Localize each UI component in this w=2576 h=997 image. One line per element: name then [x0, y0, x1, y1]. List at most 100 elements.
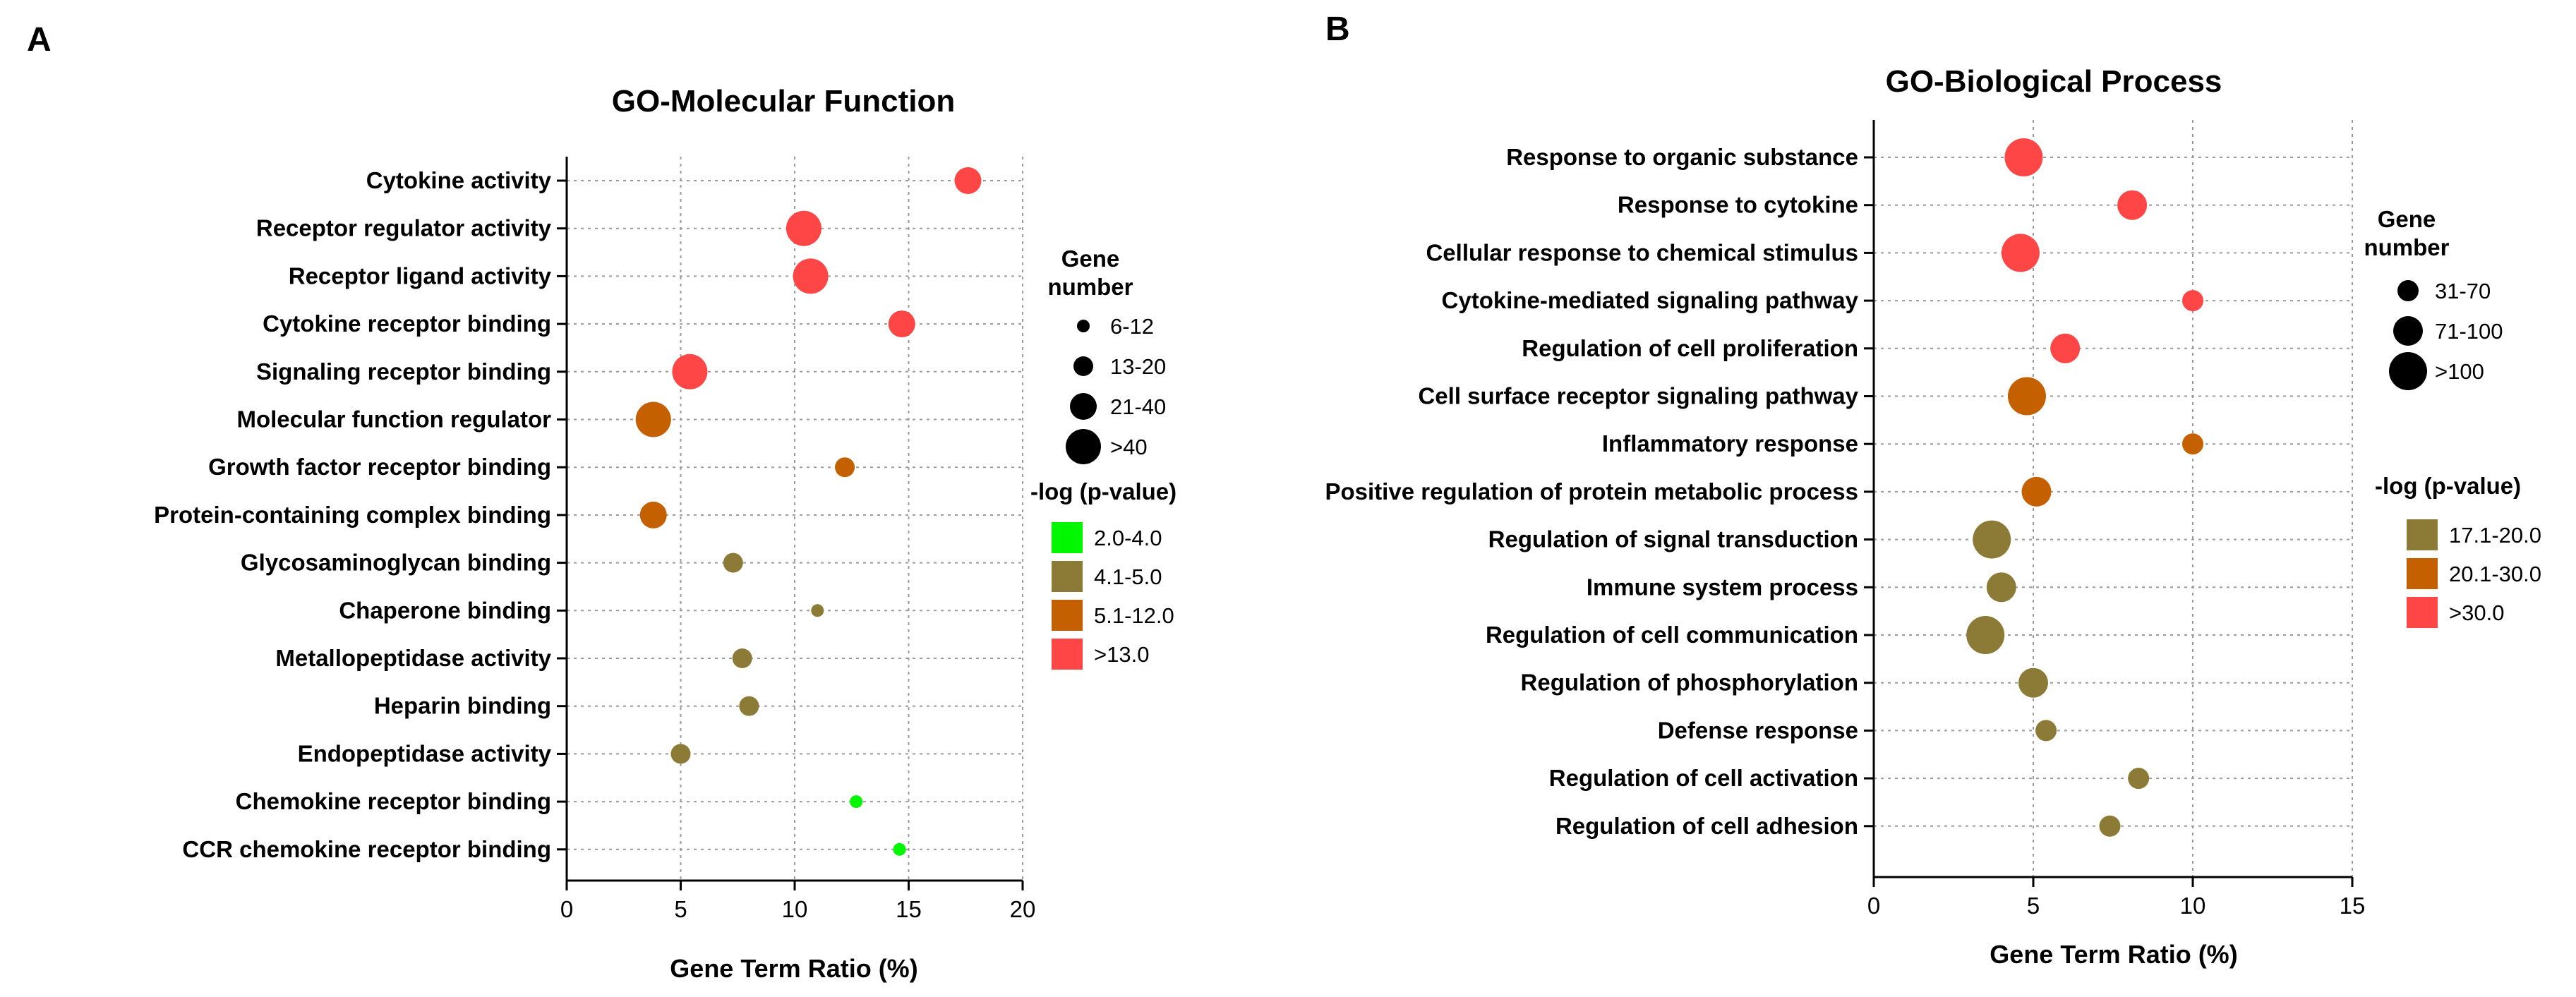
- category-label: Regulation of cell adhesion: [1555, 813, 1858, 839]
- data-point: [786, 210, 821, 246]
- size-legend: Gene number 31-70 71-100 >100: [2364, 206, 2503, 390]
- size-legend-marker: [1073, 356, 1093, 376]
- category-label: Cellular response to chemical stimulus: [1426, 239, 1858, 265]
- color-legend-swatch: [2407, 519, 2438, 550]
- data-point: [2004, 138, 2043, 176]
- category-label: Protein-containing complex binding: [154, 502, 551, 528]
- category-label: Response to organic substance: [1506, 144, 1858, 170]
- data-point: [850, 795, 863, 809]
- color-legend-label: 4.1-5.0: [1094, 564, 1162, 589]
- panel-letter: A: [27, 21, 52, 59]
- x-axis-title: Gene Term Ratio (%): [1990, 940, 2237, 969]
- data-point: [2182, 433, 2203, 455]
- color-legend: -log (p-value) 2.0-4.04.1-5.05.1-12.0>13…: [1030, 478, 1176, 670]
- data-point: [2035, 720, 2057, 742]
- color-legend-label: 17.1-20.0: [2449, 523, 2541, 548]
- size-legend-label: >40: [1110, 435, 1148, 459]
- x-axis-title: Gene Term Ratio (%): [670, 954, 917, 983]
- x-tick-label: 20: [1010, 896, 1036, 922]
- size-legend-title: number: [1047, 274, 1133, 300]
- category-label: Chaperone binding: [339, 597, 551, 623]
- chart-title: GO-Molecular Function: [612, 84, 955, 119]
- color-legend-label: >30.0: [2449, 600, 2504, 625]
- data-point: [723, 552, 743, 573]
- color-legend-swatch: [1052, 522, 1083, 553]
- x-tick-label: 0: [560, 896, 573, 922]
- category-label: Inflammatory response: [1602, 430, 1858, 457]
- category-label: Regulation of cell proliferation: [1522, 335, 1858, 361]
- color-legend-swatch: [1052, 600, 1083, 631]
- category-label: Chemokine receptor binding: [236, 788, 551, 814]
- category-label: Regulation of signal transduction: [1488, 526, 1858, 552]
- data-point: [2021, 476, 2052, 507]
- size-legend-marker: [1077, 320, 1090, 332]
- data-point: [811, 604, 824, 617]
- data-point: [635, 401, 671, 437]
- panel-letter: B: [1325, 11, 1350, 48]
- size-legend-items: 31-70 71-100 >100: [2389, 279, 2503, 390]
- x-tick-label: 15: [2340, 893, 2366, 919]
- category-label: Receptor ligand activity: [289, 262, 552, 289]
- data-point: [954, 167, 982, 194]
- size-legend-label: 13-20: [1110, 354, 1166, 379]
- size-legend-label: 6-12: [1110, 314, 1154, 339]
- category-label: Regulation of cell activation: [1549, 765, 1858, 791]
- x-tick-label: 10: [2180, 893, 2206, 919]
- data-point: [835, 457, 855, 478]
- color-legend-title: -log (p-value): [1030, 478, 1176, 504]
- size-legend-label: >100: [2435, 359, 2484, 384]
- color-legend-label: 2.0-4.0: [1094, 526, 1162, 550]
- size-legend-marker: [1066, 429, 1101, 464]
- panel-b-biological-process: B GO-Biological Process Response to orga…: [1325, 11, 2542, 969]
- data-point: [732, 648, 752, 668]
- category-label: Molecular function regulator: [236, 406, 551, 433]
- color-legend-title: -log (p-value): [2375, 473, 2521, 499]
- size-legend-label: 31-70: [2435, 279, 2491, 303]
- size-legend-label: 71-100: [2435, 319, 2503, 344]
- size-legend-marker: [2389, 352, 2427, 390]
- category-label: CCR chemokine receptor binding: [182, 836, 551, 862]
- color-legend-swatch: [1052, 639, 1083, 670]
- category-label: Defense response: [1658, 717, 1858, 743]
- data-point: [2018, 667, 2048, 698]
- color-legend: -log (p-value) 17.1-20.0 20.1-30.0 >30.0: [2375, 473, 2541, 628]
- category-label: Response to cytokine: [1618, 192, 1858, 218]
- category-label: Glycosaminoglycan binding: [241, 550, 551, 576]
- size-legend-marker: [1070, 393, 1097, 420]
- category-label: Positive regulation of protein metabolic…: [1325, 478, 1859, 504]
- data-point: [2117, 190, 2148, 220]
- category-label: Regulation of phosphorylation: [1521, 670, 1858, 696]
- panel-a-molecular-function: A GO-Molecular Function Cytokine activit…: [27, 21, 1176, 983]
- category-label: Immune system process: [1587, 574, 1858, 600]
- category-label: Receptor regulator activity: [256, 215, 552, 241]
- x-tick-label: 5: [2027, 893, 2040, 919]
- data-point: [1986, 572, 2016, 603]
- category-label: Cytokine-mediated signaling pathway: [1442, 287, 1859, 313]
- category-label: Signaling receptor binding: [256, 358, 551, 385]
- data-point: [670, 744, 691, 764]
- size-legend-label: 21-40: [1110, 394, 1166, 419]
- data-point: [2007, 377, 2046, 416]
- category-label: Growth factor receptor binding: [208, 454, 551, 480]
- color-legend-label: 20.1-30.0: [2449, 562, 2541, 586]
- size-legend-items: 6-12 13-20 21-40 >40: [1066, 314, 1166, 464]
- category-label: Regulation of cell communication: [1486, 622, 1858, 648]
- data-point: [2099, 815, 2121, 837]
- x-tick-label: 0: [1867, 893, 1880, 919]
- category-label: Cytokine receptor binding: [263, 310, 551, 337]
- chart-title: GO-Biological Process: [1886, 64, 2222, 99]
- size-legend-title: number: [2364, 234, 2449, 260]
- x-tick-label: 15: [896, 896, 922, 922]
- color-legend-swatch: [1052, 561, 1083, 592]
- color-legend-items: 17.1-20.0 20.1-30.0 >30.0: [2407, 519, 2541, 628]
- data-point: [2050, 333, 2081, 363]
- data-point: [2001, 234, 2040, 272]
- data-point: [793, 258, 829, 294]
- size-legend-title: Gene: [2378, 206, 2436, 232]
- color-legend-swatch: [2407, 597, 2438, 628]
- data-point: [2128, 768, 2150, 790]
- size-legend-marker: [2393, 316, 2423, 346]
